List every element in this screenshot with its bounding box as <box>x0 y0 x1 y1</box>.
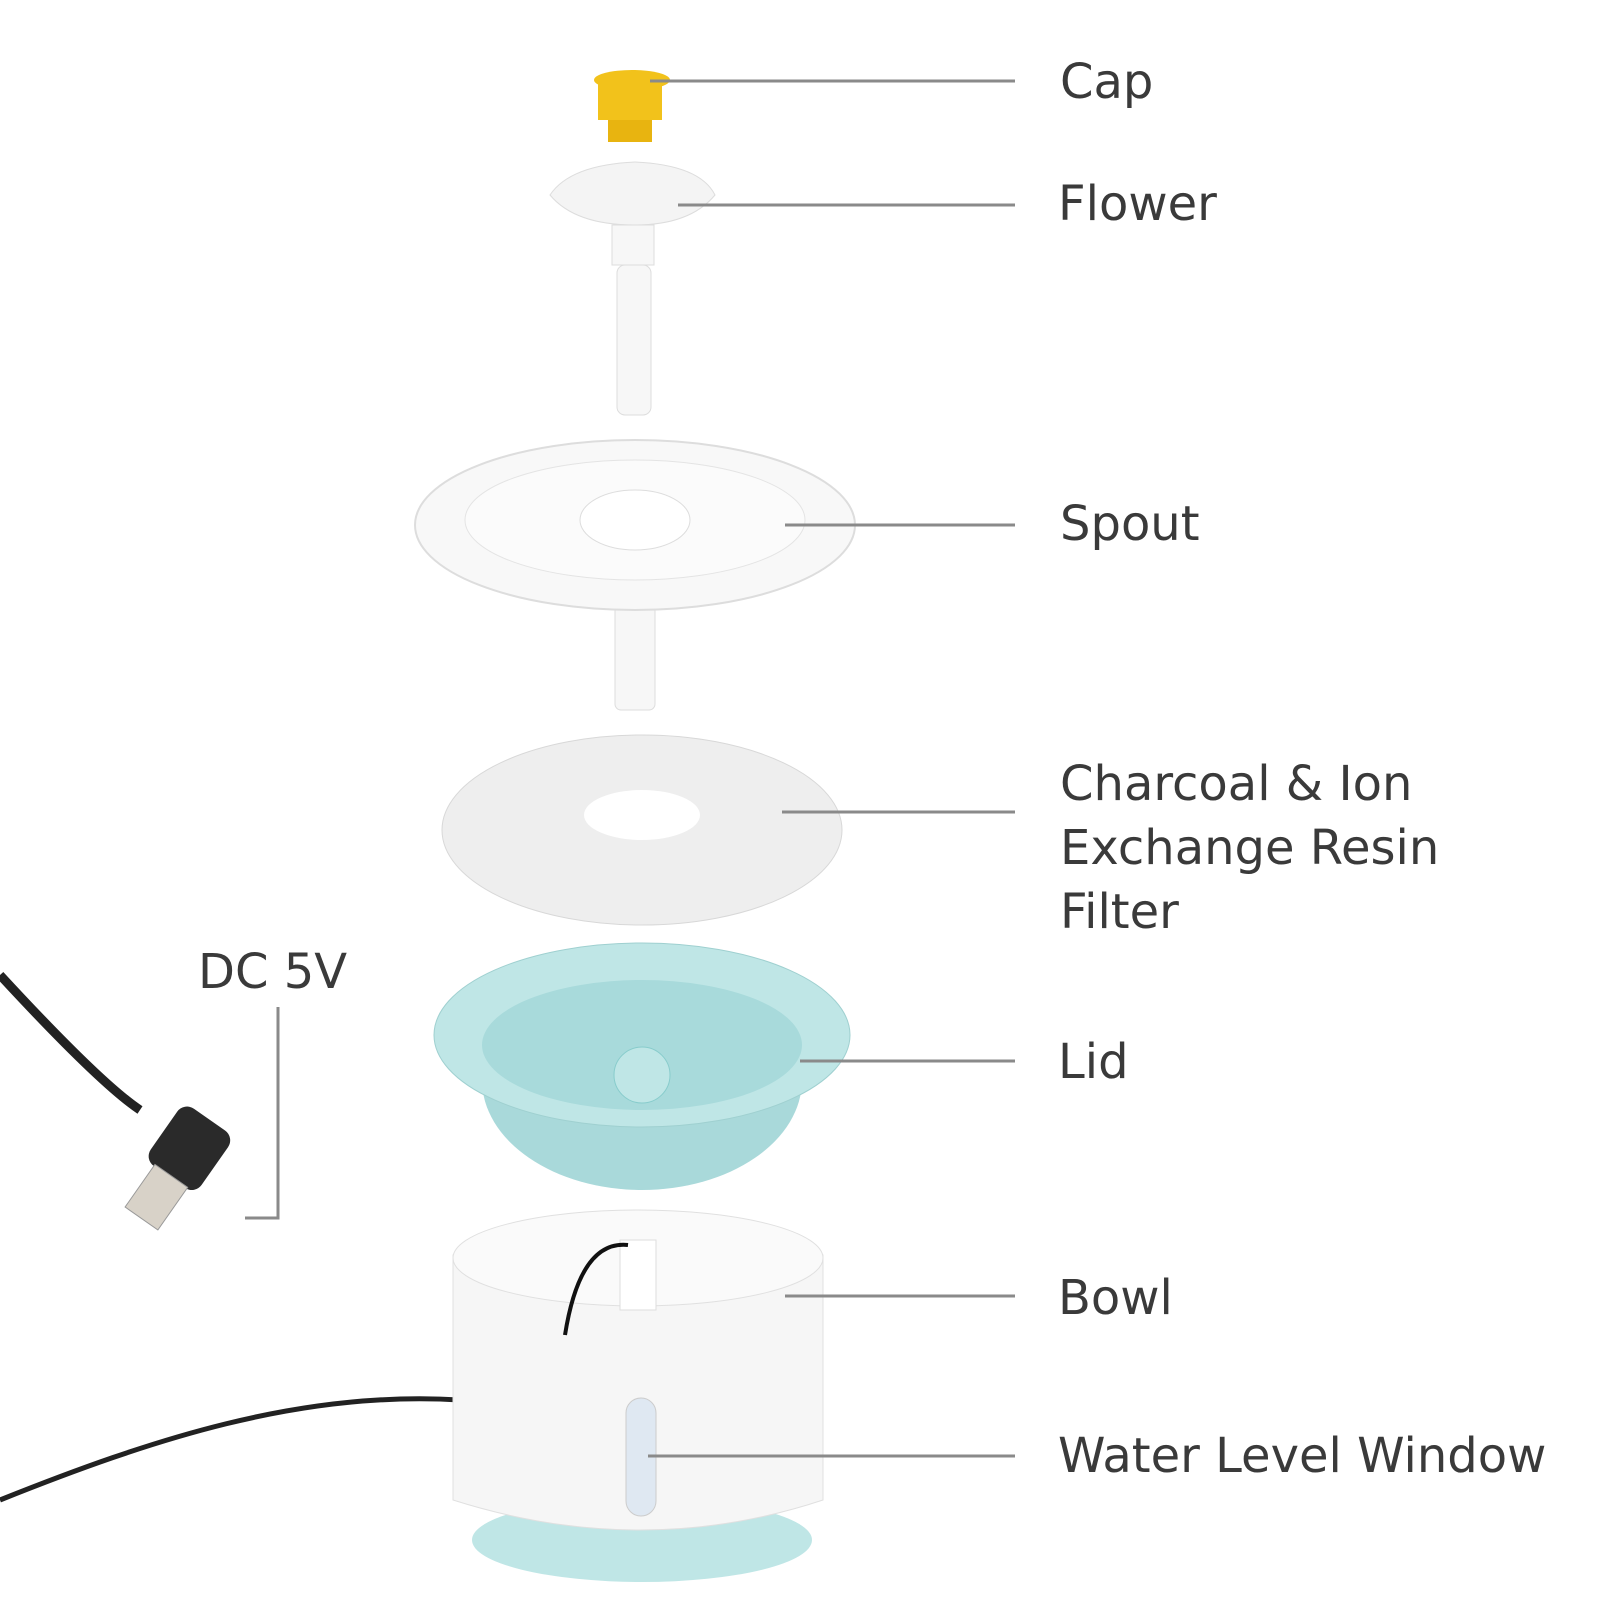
flower-part <box>549 161 716 416</box>
bowl-part <box>452 1209 824 1582</box>
cap-part <box>594 70 670 142</box>
power-cable-bottom <box>0 1396 461 1503</box>
power-label: DC 5V <box>198 944 348 1000</box>
lid-part <box>433 942 851 1190</box>
usb-plug-icon <box>124 1106 231 1231</box>
filter-label-line-1: Charcoal & Ion <box>1060 756 1413 812</box>
bowl-label: Bowl <box>1058 1270 1173 1326</box>
power-cable <box>0 971 143 1114</box>
water-level-window-label: Water Level Window <box>1058 1428 1547 1484</box>
flower-label: Flower <box>1058 176 1217 232</box>
filter-label-line-3: Filter <box>1060 884 1179 940</box>
lid-label: Lid <box>1058 1034 1129 1090</box>
filter-label-line-2: Exchange Resin <box>1060 820 1440 876</box>
cap-label: Cap <box>1060 54 1154 110</box>
spout-part <box>414 439 856 711</box>
power-leader-line <box>245 1007 280 1220</box>
filter-part <box>441 734 843 926</box>
spout-label: Spout <box>1060 496 1200 552</box>
